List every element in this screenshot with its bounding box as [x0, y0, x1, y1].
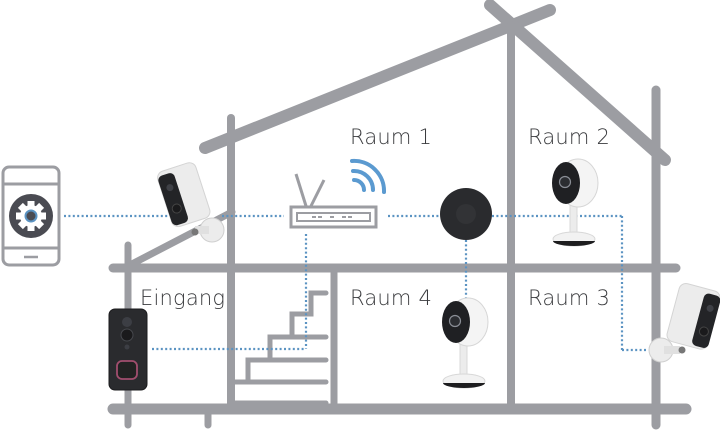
camera-arm	[195, 226, 209, 234]
router-icon	[289, 173, 378, 229]
camera-joint	[678, 346, 686, 354]
doorbell-icon	[108, 308, 148, 391]
smartphone-app[interactable]	[1, 165, 61, 267]
roof-left-slope	[199, 4, 556, 154]
roof-right-slope	[484, 0, 671, 166]
staircase-outline	[231, 290, 329, 385]
outdoor-camera-right[interactable]	[648, 282, 720, 363]
room-label-raum-1: Raum 1	[350, 125, 433, 149]
outdoor-camera-icon	[666, 282, 720, 350]
wifi-icon	[350, 158, 387, 194]
video-doorbell[interactable]	[108, 308, 148, 391]
gear-icon	[9, 194, 53, 238]
hub-center	[456, 204, 476, 224]
indoor-camera-raum-4[interactable]	[442, 297, 489, 389]
hub[interactable]	[440, 188, 492, 240]
room-label-raum-3: Raum 3	[528, 286, 611, 310]
indoor-camera-raum-2[interactable]	[552, 158, 599, 247]
room-label-eingang: Eingang	[140, 286, 226, 310]
indoor-camera-icon	[442, 297, 489, 389]
outdoor-camera-left[interactable]	[156, 161, 225, 243]
room-label-raum-4: Raum 4	[350, 286, 433, 310]
room-label-raum-2: Raum 2	[528, 125, 611, 149]
indoor-camera-icon	[552, 158, 599, 247]
outdoor-camera-icon	[157, 162, 211, 228]
router[interactable]	[289, 158, 387, 229]
camera-joint	[191, 228, 199, 236]
network-links	[64, 214, 648, 352]
camera-arm	[664, 346, 680, 354]
